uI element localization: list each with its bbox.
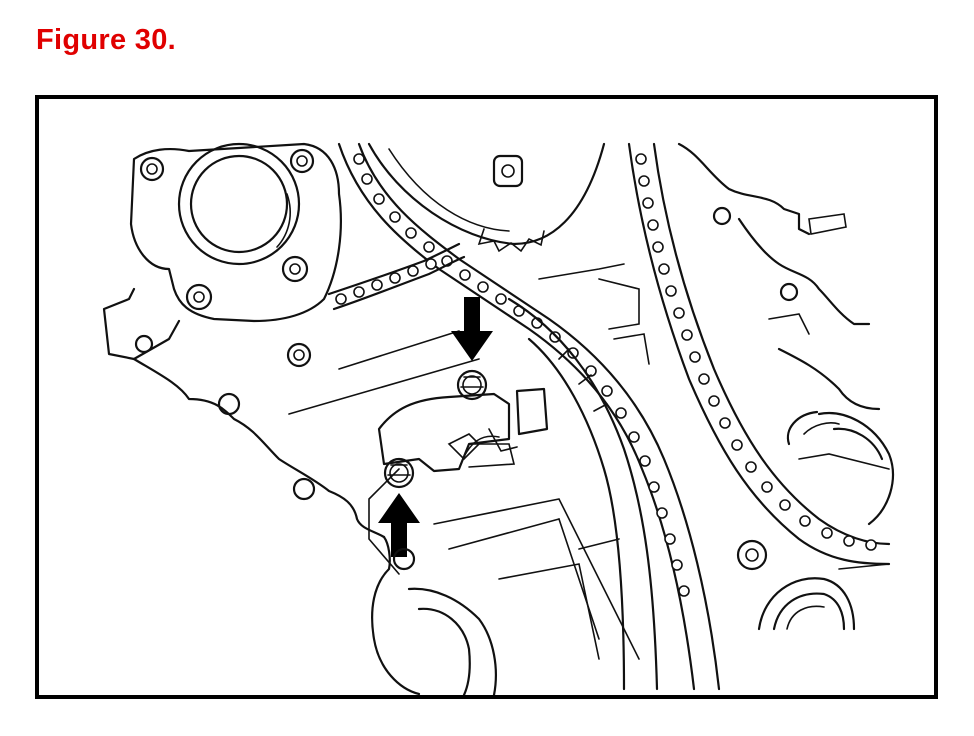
chain-tensioner <box>368 387 549 575</box>
upper-bolt <box>456 369 488 401</box>
timing-chain-right <box>627 142 891 566</box>
camshaft-sprocket <box>367 142 606 253</box>
lower-bolt <box>383 457 415 489</box>
block-details <box>538 263 650 640</box>
mounting-bracket <box>102 287 181 361</box>
figure-title: Figure 30. <box>36 24 176 56</box>
upper-bolt-arrow <box>451 297 493 361</box>
lower-bolt-arrow <box>378 493 420 557</box>
timing-chain-left <box>337 142 721 691</box>
crankshaft-sprocket <box>786 410 894 526</box>
timing-chain-lower <box>327 242 466 311</box>
engine-block <box>132 330 480 539</box>
chain-links-left <box>353 153 690 597</box>
camshaft-housing <box>129 142 342 323</box>
chain-guide <box>507 297 659 691</box>
diagram-frame <box>35 95 938 699</box>
right-engine-contour <box>677 142 890 570</box>
timing-chain-diagram <box>102 142 894 695</box>
lower-right-sprocket <box>757 577 856 631</box>
oil-pump-housing <box>371 498 640 695</box>
idler-pulley <box>736 539 768 571</box>
